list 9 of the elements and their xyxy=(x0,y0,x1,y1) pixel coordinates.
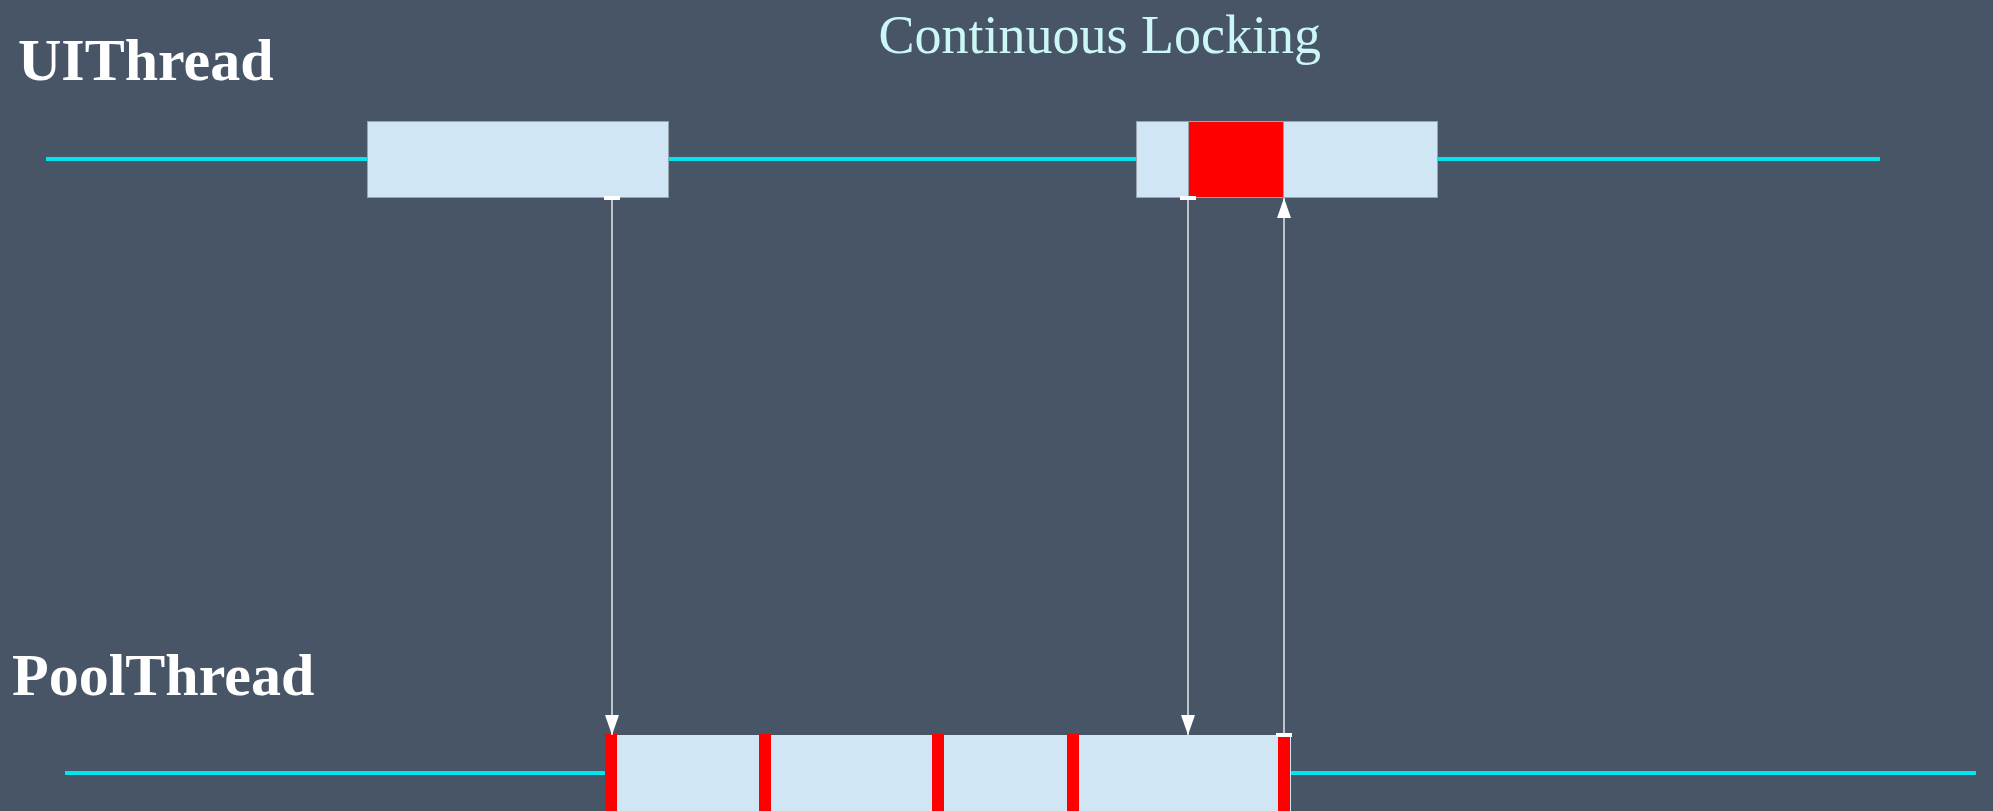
activity-box xyxy=(1136,121,1438,198)
arrow xyxy=(604,196,620,736)
lock-block xyxy=(1188,121,1284,198)
thread-label: UIThread xyxy=(18,30,274,90)
arrow xyxy=(1276,197,1292,737)
activity-bar xyxy=(606,735,1291,811)
activity-box xyxy=(367,121,669,198)
thread-label: PoolThread xyxy=(12,645,315,705)
arrow xyxy=(1180,196,1196,736)
